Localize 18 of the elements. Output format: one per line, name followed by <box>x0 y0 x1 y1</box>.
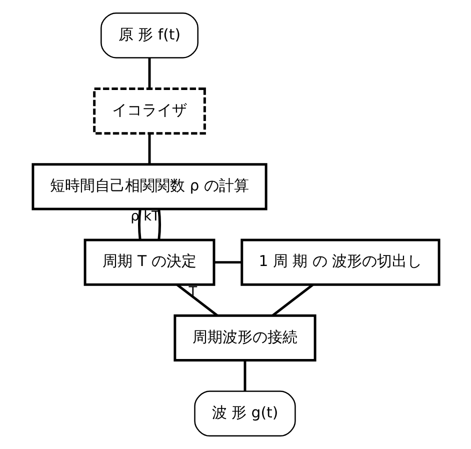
edge-label: ρ <box>130 208 139 224</box>
node-box: 波 形 g(t) <box>194 390 296 437</box>
node-box: イコライザ <box>92 87 206 135</box>
edge-label: kT <box>143 208 160 224</box>
node-box: 原 形 f(t) <box>100 12 198 58</box>
node-box: 短時間自己相関関数 ρ の計算 <box>31 163 267 210</box>
connector <box>148 133 150 164</box>
edge-label: T <box>188 284 197 300</box>
connector <box>157 208 160 240</box>
node-box: 1 周 期 の 波形の切出し <box>240 238 440 286</box>
node-box: 周期波形の接続 <box>173 314 316 362</box>
connector <box>138 208 141 240</box>
node-box: 周期 T の決定 <box>83 238 215 286</box>
connector <box>148 58 150 88</box>
connector <box>271 284 314 317</box>
connector <box>176 284 218 317</box>
connector <box>243 360 246 391</box>
connector <box>214 261 242 264</box>
